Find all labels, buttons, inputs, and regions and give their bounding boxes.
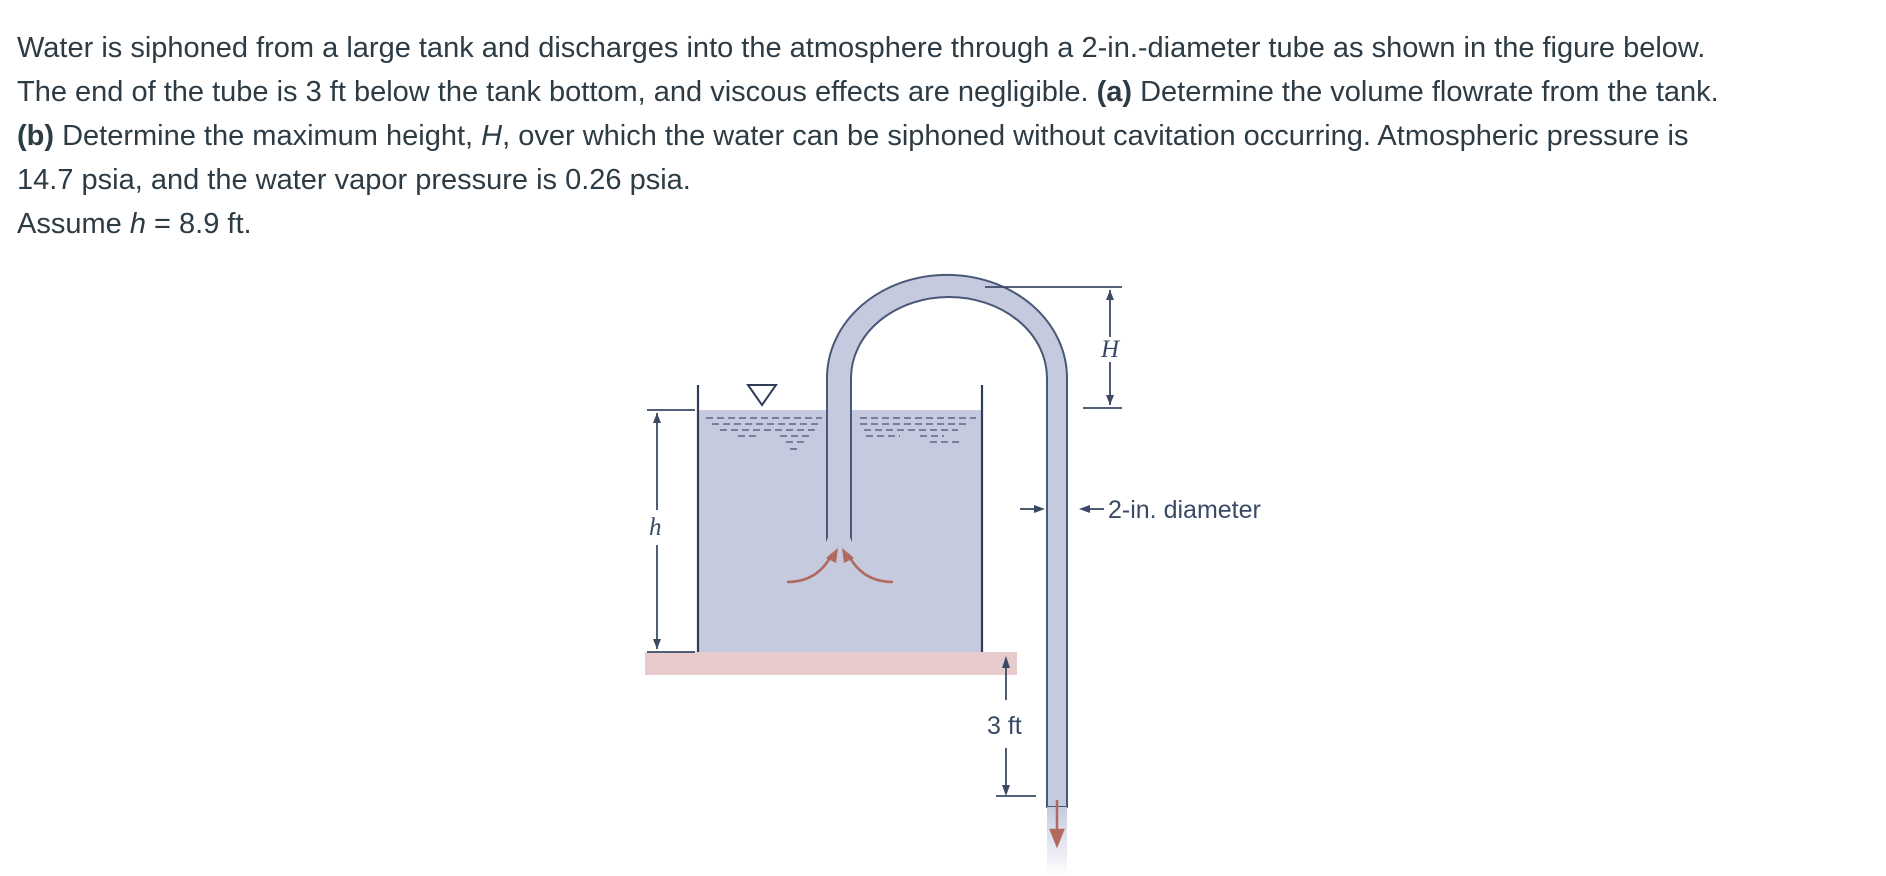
- free-surface-symbol: [746, 384, 778, 407]
- part-b-tag: (b): [17, 120, 55, 152]
- tank-walls: [696, 385, 984, 652]
- problem-line-2: The end of the tube is 3 ft below the ta…: [17, 76, 1719, 108]
- problem-line-3: (b) Determine the maximum height, H, ove…: [17, 120, 1689, 152]
- problem-line-1: Water is siphoned from a large tank and …: [17, 32, 1706, 64]
- label-diameter: 2-in. diameter: [1108, 496, 1261, 524]
- label-3ft: 3 ft: [987, 712, 1022, 740]
- dimension-diameter: [1020, 505, 1104, 513]
- dimension-3ft: [996, 656, 1036, 797]
- surface-ripples: [706, 417, 976, 450]
- dimension-h: [647, 409, 695, 653]
- ground-slab: [645, 652, 1017, 675]
- discharge-arrow: [1049, 800, 1065, 849]
- label-h: h: [649, 514, 662, 541]
- part-a-tag: (a): [1096, 76, 1133, 108]
- label-H: H: [1100, 336, 1121, 363]
- problem-line-4: 14.7 psia, and the water vapor pressure …: [17, 164, 691, 196]
- dimension-H: [985, 286, 1122, 409]
- problem-statement: Water is siphoned from a large tank and …: [17, 26, 1867, 246]
- assumption-line: Assume h = 8.9 ft.: [17, 208, 252, 240]
- siphon-tube: [826, 273, 1068, 808]
